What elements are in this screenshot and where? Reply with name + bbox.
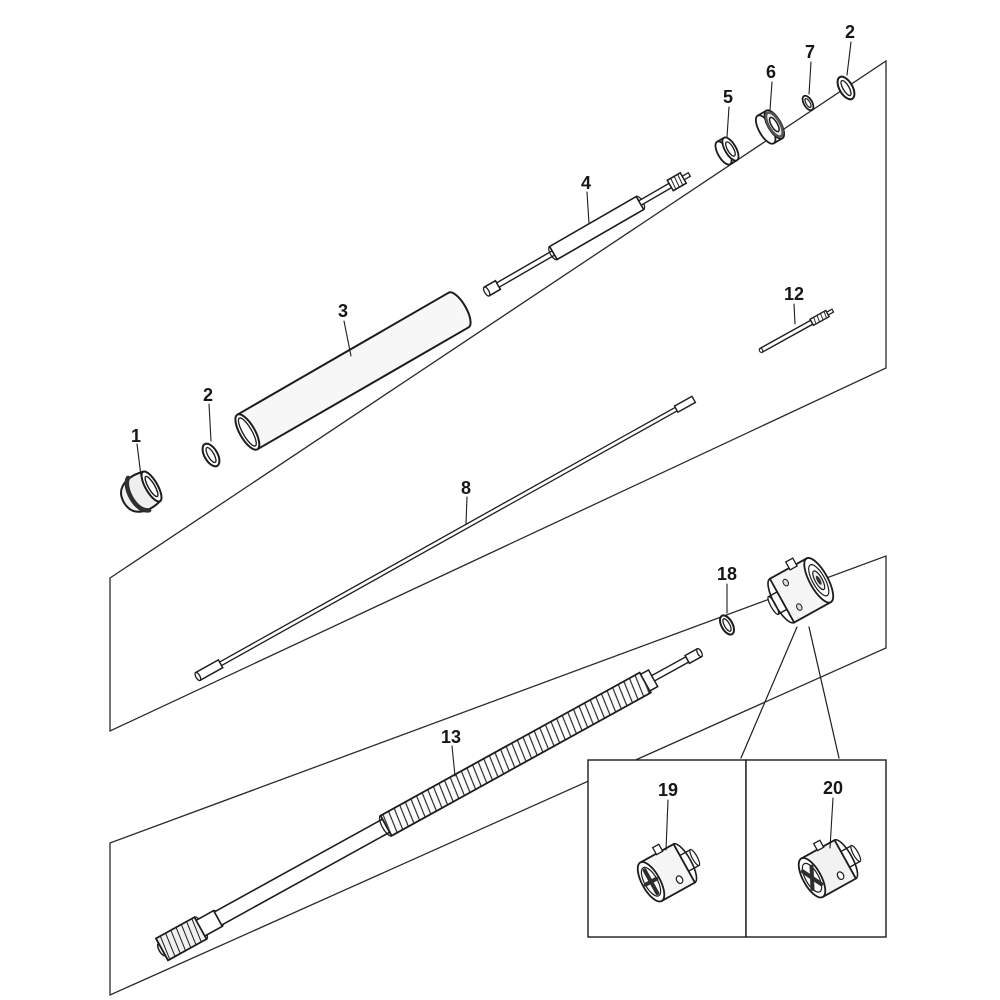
- callout-label-13: 13: [441, 727, 461, 747]
- callout-label-4: 4: [581, 173, 591, 193]
- part-5-seal-ring: [714, 136, 740, 166]
- part-6-bearing: [754, 109, 786, 145]
- callout-label-6: 6: [766, 62, 776, 82]
- callout-label-8: 8: [461, 478, 471, 498]
- panel-middle: [109, 59, 887, 733]
- callout-label-1: 1: [131, 426, 141, 446]
- callout-leader-lines: [136, 41, 852, 851]
- callout-label-12: 12: [784, 284, 804, 304]
- coupling-assembled: [767, 557, 835, 624]
- part-3-tube: [234, 291, 472, 451]
- part-19-coupling: [636, 842, 701, 903]
- part-13-flexible-drive-shaft: [154, 647, 703, 962]
- callout-label-7: 7: [805, 42, 815, 62]
- callout-label-18: 18: [717, 564, 737, 584]
- part-18-oring: [718, 614, 736, 636]
- callout-label-19: 19: [658, 780, 678, 800]
- callout-label-2a: 2: [203, 385, 213, 405]
- part-20-coupling: [797, 838, 862, 899]
- part-2-oring-a: [201, 442, 221, 468]
- callout-label-20: 20: [823, 778, 843, 798]
- callout-label-2b: 2: [845, 22, 855, 42]
- callout-label-5: 5: [723, 87, 733, 107]
- part-8-drive-rod: [194, 395, 697, 682]
- part-2-oring-b: [836, 75, 856, 101]
- part-12-shaft-end: [758, 308, 835, 354]
- detail-view-pointer-lines: [740, 626, 840, 759]
- part-4-shaft: [482, 171, 692, 297]
- callout-label-3: 3: [338, 301, 348, 321]
- part-1-cap: [120, 470, 163, 513]
- part-7-retaining-ring: [801, 94, 815, 112]
